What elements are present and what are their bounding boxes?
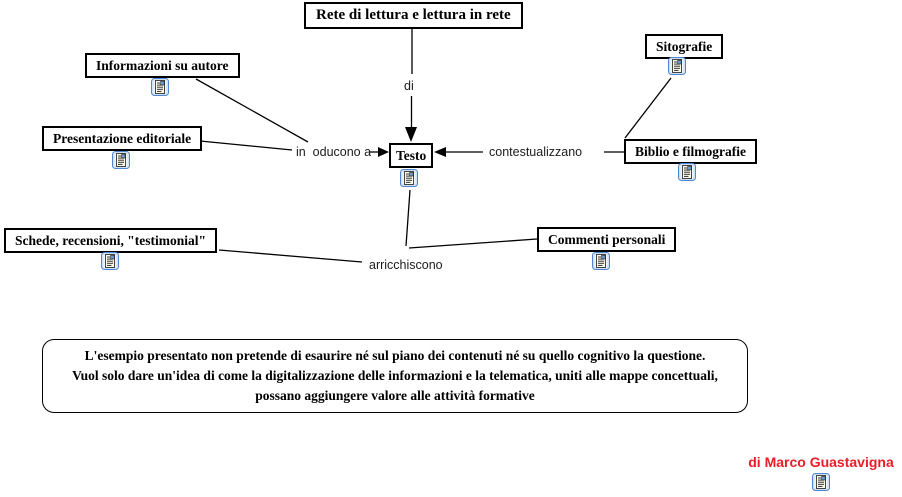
node-commenti-personali[interactable]: Commenti personali xyxy=(537,227,677,252)
arrowhead-right-icon xyxy=(378,147,389,157)
node-schede-recensioni[interactable]: Schede, recensioni, "testimonial" xyxy=(4,228,217,253)
resource-link-icon[interactable] xyxy=(668,57,686,75)
link-label-contestualizzano[interactable]: contestualizzano xyxy=(489,145,583,159)
resource-link-icon[interactable] xyxy=(112,151,130,169)
resource-link-icon[interactable] xyxy=(400,169,418,187)
arrowhead-left-icon xyxy=(434,147,446,157)
note-line: Vuol solo dare un'idea di come la digita… xyxy=(72,368,718,383)
resource-link-icon[interactable] xyxy=(151,78,169,96)
note-line: L'esempio presentato non pretende di esa… xyxy=(84,348,706,363)
note-line: possano aggiungere valore alle attività … xyxy=(255,388,535,403)
node-testo[interactable]: Testo xyxy=(389,143,434,168)
link-label-di[interactable]: di xyxy=(404,79,414,93)
node-informazioni-su-autore[interactable]: Informazioni su autore xyxy=(85,53,240,78)
credit-block: di Marco Guastavigna xyxy=(740,454,902,491)
credit-author: di Marco Guastavigna xyxy=(748,454,894,470)
node-sitografie[interactable]: Sitografie xyxy=(645,34,724,59)
resource-link-icon[interactable] xyxy=(812,473,830,491)
link-label-arricchiscono[interactable]: arricchiscono xyxy=(369,258,443,272)
note-box: L'esempio presentato non pretende di esa… xyxy=(42,339,748,413)
resource-link-icon[interactable] xyxy=(592,252,610,270)
resource-link-icon[interactable] xyxy=(678,163,696,181)
node-rete-di-lettura[interactable]: Rete di lettura e lettura in rete xyxy=(304,2,523,29)
arrowhead-down-icon xyxy=(405,127,417,142)
resource-link-icon[interactable] xyxy=(101,252,119,270)
node-biblio-e-filmografie[interactable]: Biblio e filmografie xyxy=(624,139,757,164)
link-label-introducono-a[interactable]: in oducono a xyxy=(296,145,372,159)
node-presentazione-editoriale[interactable]: Presentazione editoriale xyxy=(42,126,203,151)
